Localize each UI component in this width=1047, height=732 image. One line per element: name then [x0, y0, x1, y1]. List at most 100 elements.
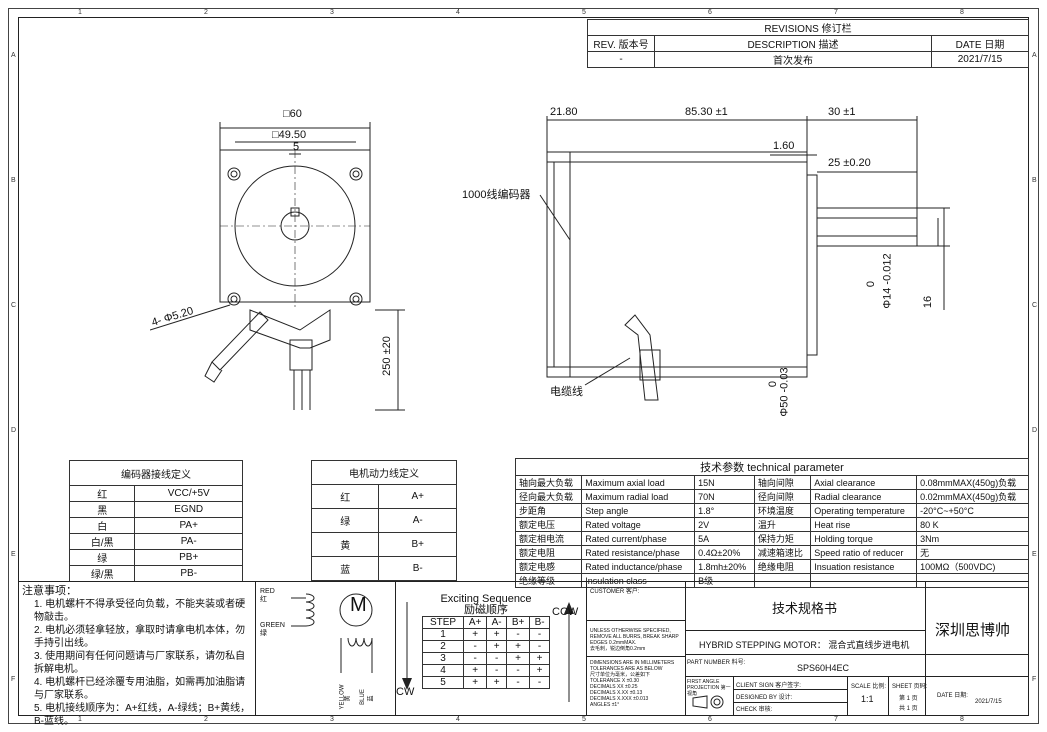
zone-row: D [1032, 427, 1038, 434]
dim-d3: 30 ±1 [828, 106, 856, 118]
param-cn: 额定电压 [514, 517, 583, 532]
sequence-title: Exciting Sequence [440, 593, 532, 605]
zone-row: C [1032, 302, 1038, 309]
wire-signal: PB- [134, 565, 243, 582]
customer-label: CUSTOMER 客户: [590, 589, 640, 595]
tol-label: DECIMALS [590, 684, 616, 690]
seq-header: A+ [463, 616, 488, 629]
note-item: 5. 电机接线顺序为：A+红线，A-绿线；B+黄线，B-蓝线。 [34, 703, 251, 727]
zone-col: 7 [834, 716, 838, 723]
seq-cell: + [529, 664, 550, 677]
date-label: DATE 日期: [937, 693, 968, 699]
zone-col: 4 [456, 9, 460, 16]
param-value: 0.02mmMAX(450g)负载 [916, 489, 1029, 504]
param-value: 70N [694, 489, 755, 504]
rev-header: REV. 版本号 [587, 35, 655, 52]
wire-color: 白/黑 [68, 533, 136, 550]
seq-cell: 3 [421, 652, 465, 665]
param-cn: 轴向最大负载 [514, 475, 583, 490]
sequence-title-cn: 励磁顺序 [464, 604, 508, 616]
side-view-drawing [539, 116, 950, 401]
param-value: 80 K [916, 517, 1029, 532]
divider [685, 582, 686, 715]
wire-signal: B+ [378, 532, 457, 557]
tolerance-block: DIMENSIONS ARE IN MILLIMETERS TOLERANCES… [590, 660, 684, 708]
zone-col: 8 [960, 716, 964, 723]
param-cn: 径向间隙 [753, 489, 812, 504]
revisions-table: REVISIONS 修订栏 REV. 版本号 DESCRIPTION 描述 DA… [587, 19, 1029, 68]
seq-header: B- [529, 616, 550, 629]
date-header: DATE 日期 [931, 35, 1029, 52]
check-label: CHECK 审核: [736, 707, 773, 713]
wire-color: 红 [68, 485, 136, 502]
param-en: Insuation resistance [810, 559, 918, 574]
red-wire-label-cn: 红 [260, 596, 267, 603]
description-header: DESCRIPTION 描述 [654, 35, 932, 52]
wire-color: 黑 [68, 501, 136, 518]
tol-value: ±1° [611, 702, 620, 708]
zone-row: E [1032, 551, 1037, 558]
blue-wire-label-cn: 蓝 [368, 695, 375, 702]
zone-row: F [11, 676, 16, 683]
param-value: 100MΩ（500VDC) [916, 559, 1029, 574]
zone-col: 7 [834, 9, 838, 16]
zone-col: 8 [960, 9, 964, 16]
product-name: HYBRID STEPPING MOTOR： 混合式直线步进电机 [699, 640, 910, 650]
divider [888, 676, 889, 715]
seq-cell: 5 [421, 676, 465, 689]
param-value: 3Nm [916, 531, 1029, 546]
seq-cell: + [486, 628, 508, 641]
wire-color: 绿 [310, 508, 380, 533]
param-en: Holding torque [810, 531, 918, 546]
tol-format: X.XXX [616, 696, 632, 702]
divider [685, 676, 1029, 677]
divider [395, 581, 396, 716]
drawing-inner-border [18, 17, 1029, 716]
param-en: Rated current/phase [581, 531, 696, 546]
front-view-drawing [150, 122, 405, 411]
seq-cell: + [506, 640, 531, 653]
param-value: 2V [694, 517, 755, 532]
zone-col: 3 [330, 9, 334, 16]
wire-color: 绿/黑 [68, 565, 136, 582]
param-value: 5A [694, 531, 755, 546]
description-value: 首次发布 [654, 51, 932, 68]
wire-color: 红 [310, 484, 380, 509]
company-name: 深圳思博帅 [935, 622, 1011, 639]
divider [925, 582, 926, 715]
wire-color: 绿 [68, 549, 136, 566]
tol-label: TOLERANCE [590, 678, 621, 684]
bottom-strip [18, 581, 1029, 717]
param-en: Rated voltage [581, 517, 696, 532]
seq-cell: - [506, 676, 531, 689]
tol-value: ±0.13 [629, 690, 643, 696]
seq-cell: + [529, 652, 550, 665]
param-en: Insulation class [581, 573, 696, 588]
tol-format: X.XX [616, 690, 629, 696]
param-en: Axial clearance [810, 475, 918, 490]
seq-cell: - [529, 628, 550, 641]
encoder-table-title: 编码器接线定义 [69, 460, 243, 486]
green-wire-label-cn: 绿 [260, 630, 267, 637]
date-value: 2021/7/15 [931, 51, 1029, 68]
dims-note: DIMENSIONS ARE IN MILLIMETERS TOLERANCES… [590, 660, 675, 672]
title-date: 2021/7/15 [975, 699, 1002, 705]
note-item: 3. 使用期间有任何问题请与厂家联系，请勿私自拆解电机。 [34, 651, 246, 675]
param-en: Step angle [581, 503, 696, 518]
encoder-label: 1000线编码器 [462, 189, 531, 201]
dim-flat: 16 [922, 295, 935, 309]
rev-value: - [587, 51, 655, 68]
spec-title: 技术规格书 [772, 601, 838, 616]
zone-col: 6 [708, 9, 712, 16]
divider [685, 654, 1029, 655]
param-cn: 减速箱速比 [753, 545, 812, 560]
param-cn: 轴向间隙 [753, 475, 812, 490]
tol-value: ±0.013 [633, 696, 649, 702]
dim-key: 5 [293, 141, 300, 153]
tol-label: ANGLES [590, 702, 611, 708]
part-number: SPS60H4EC [797, 663, 850, 673]
seq-cell: 2 [421, 640, 465, 653]
zone-row: C [11, 302, 17, 309]
